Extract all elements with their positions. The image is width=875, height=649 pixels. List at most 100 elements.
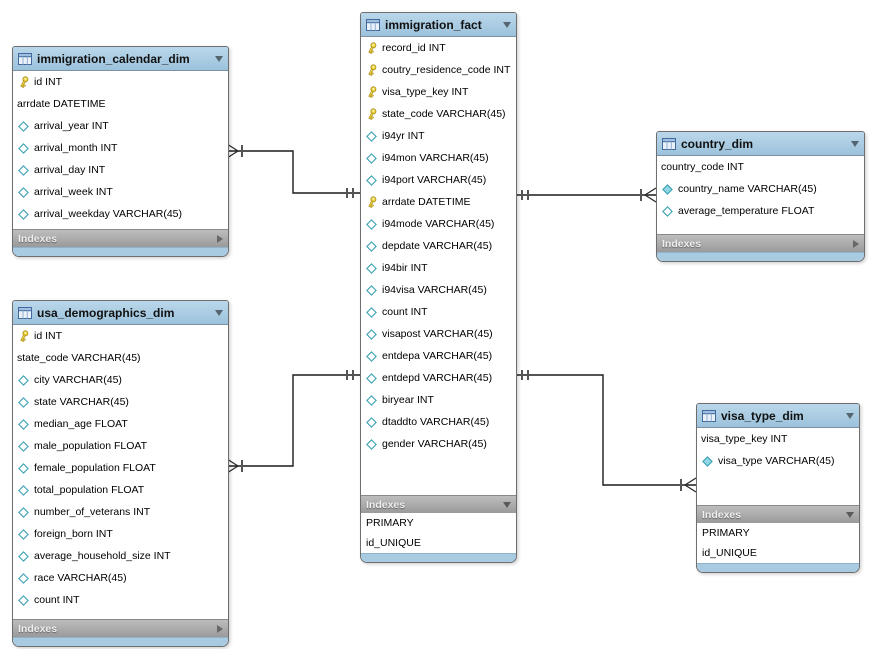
- index-item[interactable]: id_UNIQUE: [361, 533, 516, 553]
- field-row-immigration_calendar_dim[interactable]: id INT: [13, 71, 228, 93]
- table-title: usa_demographics_dim: [37, 305, 175, 320]
- field-row-immigration_fact[interactable]: i94mode VARCHAR(45): [361, 213, 516, 235]
- indexes-collapse-arrow-icon[interactable]: [853, 239, 859, 248]
- field-row-usa_demographics_dim[interactable]: number_of_veterans INT: [13, 501, 228, 523]
- table-visa_type_dim[interactable]: visa_type_dim visa_type_key INT visa_type …: [696, 403, 860, 573]
- indexes-label: Indexes: [366, 498, 406, 511]
- field-text: i94port VARCHAR(45): [382, 174, 487, 186]
- field-row-visa_type_dim[interactable]: visa_type_key INT: [697, 428, 859, 450]
- indexes-bar[interactable]: Indexes: [13, 619, 228, 637]
- field-row-immigration_calendar_dim[interactable]: arrival_week INT: [13, 181, 228, 203]
- collapse-arrow-icon[interactable]: [215, 55, 223, 62]
- relationship-immigration_calendar_dim-to-immigration_fact[interactable]: [226, 143, 360, 198]
- field-row-country_dim[interactable]: average_temperature FLOAT: [657, 200, 864, 222]
- indexes-collapse-arrow-icon[interactable]: [217, 624, 223, 633]
- table-header-immigration_fact[interactable]: immigration_fact: [361, 13, 516, 37]
- field-row-visa_type_dim[interactable]: visa_type VARCHAR(45): [697, 450, 859, 472]
- indexes-expand-arrow-icon[interactable]: [503, 501, 511, 508]
- field-row-immigration_calendar_dim[interactable]: arrival_month INT: [13, 137, 228, 159]
- indexes-bar[interactable]: Indexes: [657, 234, 864, 252]
- collapse-arrow-icon[interactable]: [503, 21, 511, 28]
- index-item[interactable]: id_UNIQUE: [697, 543, 859, 563]
- indexes-bar[interactable]: Indexes: [13, 229, 228, 247]
- field-row-usa_demographics_dim[interactable]: state VARCHAR(45): [13, 391, 228, 413]
- field-row-immigration_calendar_dim[interactable]: arrdate DATETIME: [13, 93, 228, 115]
- field-text: count INT: [34, 594, 80, 606]
- indexes-bar[interactable]: Indexes: [361, 495, 516, 513]
- field-row-immigration_fact[interactable]: entdepa VARCHAR(45): [361, 345, 516, 367]
- indexes-label: Indexes: [18, 622, 58, 635]
- notnull-diamond-icon: [662, 183, 673, 195]
- field-row-immigration_calendar_dim[interactable]: arrival_day INT: [13, 159, 228, 181]
- nullable-diamond-icon: [366, 328, 377, 340]
- indexes-collapse-arrow-icon[interactable]: [217, 234, 223, 243]
- table-footer-strip: [361, 553, 516, 562]
- collapse-arrow-icon[interactable]: [851, 140, 859, 147]
- field-row-country_dim[interactable]: country_code INT: [657, 156, 864, 178]
- relationship-immigration_fact-to-visa_type_dim[interactable]: [515, 370, 697, 493]
- field-row-immigration_fact[interactable]: coutry_residence_code INT: [361, 59, 516, 81]
- collapse-arrow-icon[interactable]: [846, 412, 854, 419]
- field-row-immigration_fact[interactable]: gender VARCHAR(45): [361, 433, 516, 455]
- field-row-immigration_fact[interactable]: entdepd VARCHAR(45): [361, 367, 516, 389]
- relationship-usa_demographics_dim-to-immigration_fact[interactable]: [226, 370, 360, 474]
- indexes-expand-arrow-icon[interactable]: [846, 511, 854, 518]
- field-text: arrival_week INT: [34, 186, 113, 198]
- field-text: average_temperature FLOAT: [678, 205, 815, 217]
- field-text: visapost VARCHAR(45): [382, 328, 493, 340]
- field-row-immigration_fact[interactable]: depdate VARCHAR(45): [361, 235, 516, 257]
- index-item[interactable]: PRIMARY: [361, 513, 516, 533]
- nullable-diamond-icon: [366, 218, 377, 230]
- field-row-country_dim[interactable]: country_name VARCHAR(45): [657, 178, 864, 200]
- field-row-immigration_fact[interactable]: state_code VARCHAR(45): [361, 103, 516, 125]
- field-row-immigration_fact[interactable]: i94yr INT: [361, 125, 516, 147]
- field-text: race VARCHAR(45): [34, 572, 127, 584]
- collapse-arrow-icon[interactable]: [215, 309, 223, 316]
- field-row-immigration_fact[interactable]: i94visa VARCHAR(45): [361, 279, 516, 301]
- field-row-usa_demographics_dim[interactable]: race VARCHAR(45): [13, 567, 228, 589]
- field-row-immigration_calendar_dim[interactable]: arrival_year INT: [13, 115, 228, 137]
- field-text: i94mon VARCHAR(45): [382, 152, 489, 164]
- table-header-visa_type_dim[interactable]: visa_type_dim: [697, 404, 859, 428]
- nullable-diamond-icon: [18, 462, 29, 474]
- relationship-immigration_fact-to-country_dim[interactable]: [515, 187, 657, 203]
- field-text: arrival_year INT: [34, 120, 109, 132]
- table-icon: [366, 18, 380, 31]
- field-row-usa_demographics_dim[interactable]: city VARCHAR(45): [13, 369, 228, 391]
- field-row-usa_demographics_dim[interactable]: count INT: [13, 589, 228, 611]
- field-row-usa_demographics_dim[interactable]: foreign_born INT: [13, 523, 228, 545]
- field-row-usa_demographics_dim[interactable]: total_population FLOAT: [13, 479, 228, 501]
- field-row-immigration_fact[interactable]: i94mon VARCHAR(45): [361, 147, 516, 169]
- field-row-immigration_calendar_dim[interactable]: arrival_weekday VARCHAR(45): [13, 203, 228, 225]
- primary-key-icon: [19, 329, 28, 342]
- table-header-immigration_calendar_dim[interactable]: immigration_calendar_dim: [13, 47, 228, 71]
- field-row-usa_demographics_dim[interactable]: female_population FLOAT: [13, 457, 228, 479]
- field-row-immigration_fact[interactable]: visapost VARCHAR(45): [361, 323, 516, 345]
- field-row-usa_demographics_dim[interactable]: id INT: [13, 325, 228, 347]
- field-text: average_household_size INT: [34, 550, 171, 562]
- nullable-diamond-icon: [366, 416, 377, 428]
- field-row-immigration_fact[interactable]: arrdate DATETIME: [361, 191, 516, 213]
- field-row-immigration_fact[interactable]: i94port VARCHAR(45): [361, 169, 516, 191]
- table-header-usa_demographics_dim[interactable]: usa_demographics_dim: [13, 301, 228, 325]
- field-text: number_of_veterans INT: [34, 506, 151, 518]
- field-row-usa_demographics_dim[interactable]: median_age FLOAT: [13, 413, 228, 435]
- field-row-immigration_fact[interactable]: record_id INT: [361, 37, 516, 59]
- field-row-immigration_fact[interactable]: count INT: [361, 301, 516, 323]
- field-row-immigration_fact[interactable]: biryear INT: [361, 389, 516, 411]
- field-text: visa_type_key INT: [701, 433, 788, 445]
- index-item[interactable]: PRIMARY: [697, 523, 859, 543]
- field-row-usa_demographics_dim[interactable]: average_household_size INT: [13, 545, 228, 567]
- indexes-bar[interactable]: Indexes: [697, 505, 859, 523]
- field-row-immigration_fact[interactable]: visa_type_key INT: [361, 81, 516, 103]
- table-header-country_dim[interactable]: country_dim: [657, 132, 864, 156]
- field-row-immigration_fact[interactable]: i94bir INT: [361, 257, 516, 279]
- field-row-immigration_fact[interactable]: dtaddto VARCHAR(45): [361, 411, 516, 433]
- field-text: arrdate DATETIME: [17, 98, 106, 110]
- field-row-usa_demographics_dim[interactable]: male_population FLOAT: [13, 435, 228, 457]
- field-row-usa_demographics_dim[interactable]: state_code VARCHAR(45): [13, 347, 228, 369]
